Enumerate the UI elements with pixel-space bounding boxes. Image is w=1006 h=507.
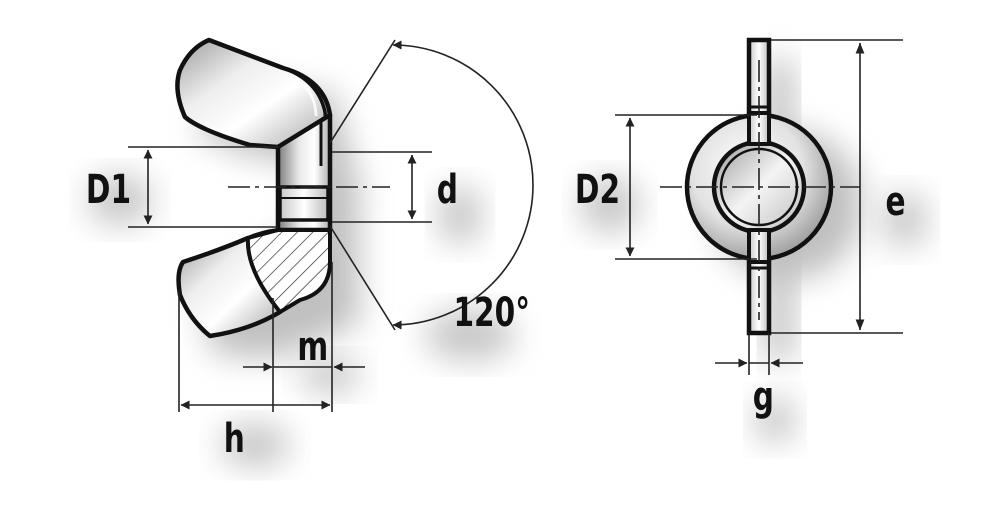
label-g: g — [753, 374, 774, 421]
label-d: d — [437, 167, 458, 214]
section-hatch — [245, 228, 332, 314]
label-D1: D1 — [86, 167, 131, 214]
left-dimension-lines — [128, 39, 534, 412]
wing-nut-side-view — [175, 37, 333, 339]
top-wing-curl — [282, 66, 330, 151]
right-dimension-lines — [615, 39, 903, 375]
label-e: e — [886, 179, 906, 226]
label-m: m — [297, 324, 328, 371]
label-angle-120: 120° — [453, 290, 530, 337]
label-h: h — [224, 416, 245, 463]
label-D2: D2 — [575, 167, 620, 214]
dimension-labels: D1 d 120° m h D2 e g — [86, 167, 906, 463]
thread-band — [278, 185, 330, 222]
top-wing — [175, 37, 333, 150]
